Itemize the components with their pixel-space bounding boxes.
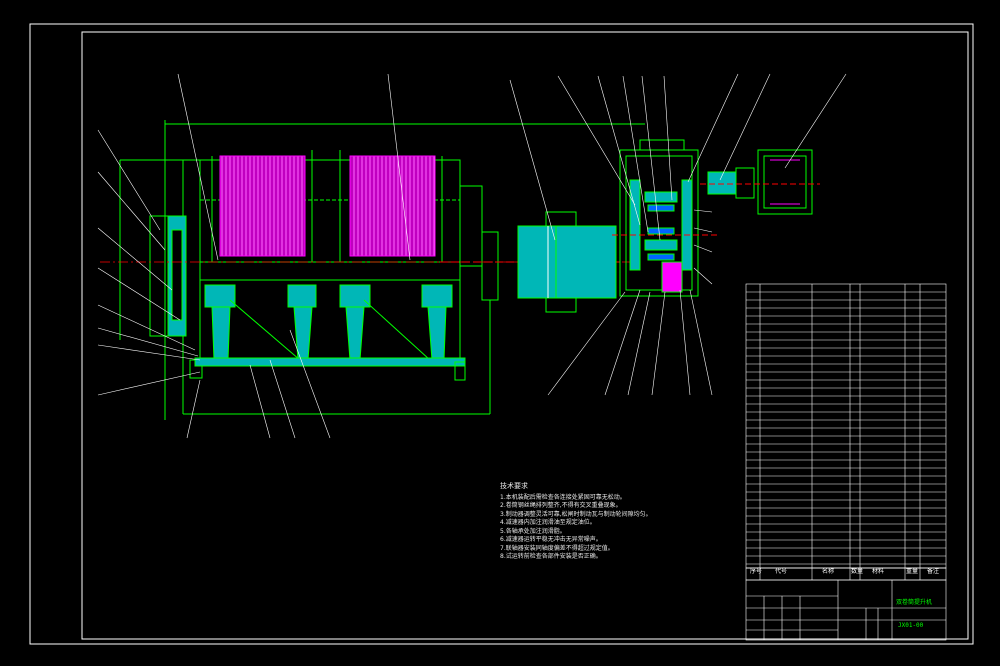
header-remark: 备注	[927, 567, 939, 575]
inner-frame	[81, 31, 969, 640]
title-block-text: 序号 代号 名称 数量 材料 重量 备注 双卷筒提升机 JX01-00	[750, 567, 939, 629]
reducer-gearbox	[612, 139, 720, 297]
part-leader-lines	[97, 73, 847, 439]
header-code: 代号	[775, 567, 787, 575]
header-material: 材料	[872, 567, 884, 575]
header-weight: 重量	[906, 567, 918, 575]
winch-drum-assembly	[119, 120, 645, 420]
header-name: 名称	[822, 567, 834, 575]
technical-requirements: 技术要求 1.本机装配后需检查各连接处紧固可靠无松动。 2.卷筒钢丝绳排列整齐,…	[500, 482, 652, 562]
note-line: 7.联轴器安装同轴度偏差不得超过规定值。	[500, 544, 614, 552]
header-qty: 数量	[851, 567, 863, 575]
drawing-title: 双卷筒提升机	[896, 598, 932, 606]
outer-frame	[29, 23, 974, 645]
drive-motor	[700, 149, 820, 215]
note-line: 5.各轴承处加注润滑脂。	[500, 527, 566, 535]
title-block	[745, 579, 947, 641]
note-line: 4.减速器内加注润滑油至规定油位。	[500, 519, 596, 526]
note-line: 8.试运转前检查各部件安装是否正确。	[500, 553, 602, 560]
notes-title: 技术要求	[500, 482, 528, 490]
note-line: 1.本机装配后需检查各连接处紧固可靠无松动。	[500, 493, 626, 501]
drum-coupling	[517, 211, 617, 313]
header-no: 序号	[750, 567, 762, 575]
parts-list-table	[745, 283, 947, 581]
note-line: 2.卷筒钢丝绳排列整齐,不得有交叉重叠现象。	[500, 502, 622, 509]
note-line: 3.制动器调整灵活可靠,松闸时制动瓦与制动轮间隙均匀。	[500, 510, 652, 518]
drawing-number: JX01-00	[898, 622, 924, 629]
note-line: 6.减速器运转平稳无冲击无异常噪声。	[500, 536, 602, 543]
